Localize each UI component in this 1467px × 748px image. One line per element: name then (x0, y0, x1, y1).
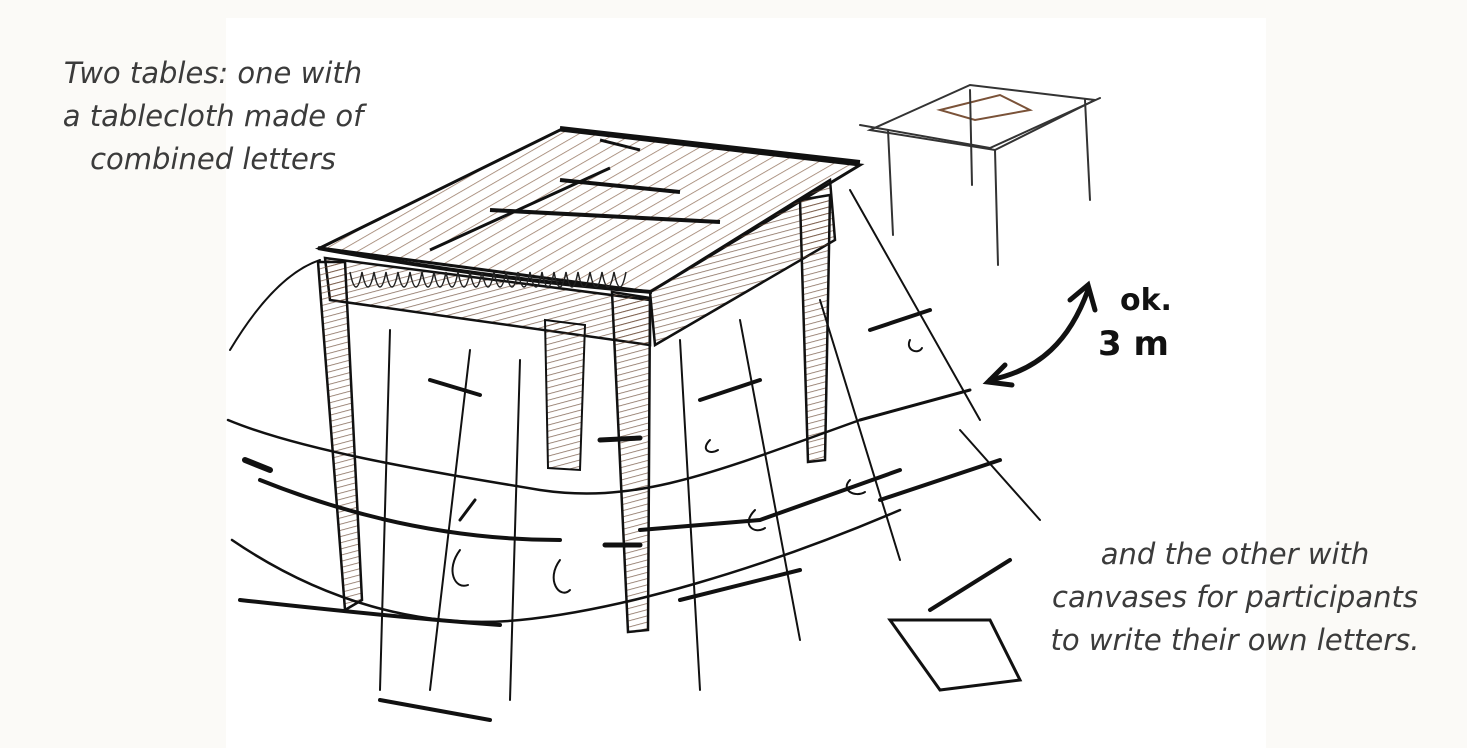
caption-right-line-2: canvases for participants (1052, 580, 1418, 614)
caption-right-line-1: and the other with (1100, 537, 1370, 571)
caption-right: and the other with canvases for particip… (1020, 533, 1450, 662)
dimension-arrow (982, 280, 1098, 388)
caption-left-line-2: a tablecloth made of (62, 99, 364, 133)
annotation-ok: ok. (1120, 283, 1172, 318)
caption-left: Two tables: one with a tablecloth made o… (18, 52, 408, 181)
table-legs (316, 193, 832, 634)
caption-left-line-1: Two tables: one with (63, 56, 363, 90)
tablecloth-letters (226, 189, 1041, 722)
caption-left-line-3: combined letters (90, 142, 336, 176)
caption-right-line-3: to write their own letters. (1050, 623, 1420, 657)
tabletop (314, 126, 865, 294)
annotation-distance: 3 m (1098, 324, 1169, 364)
second-table-sketch (859, 83, 1101, 266)
